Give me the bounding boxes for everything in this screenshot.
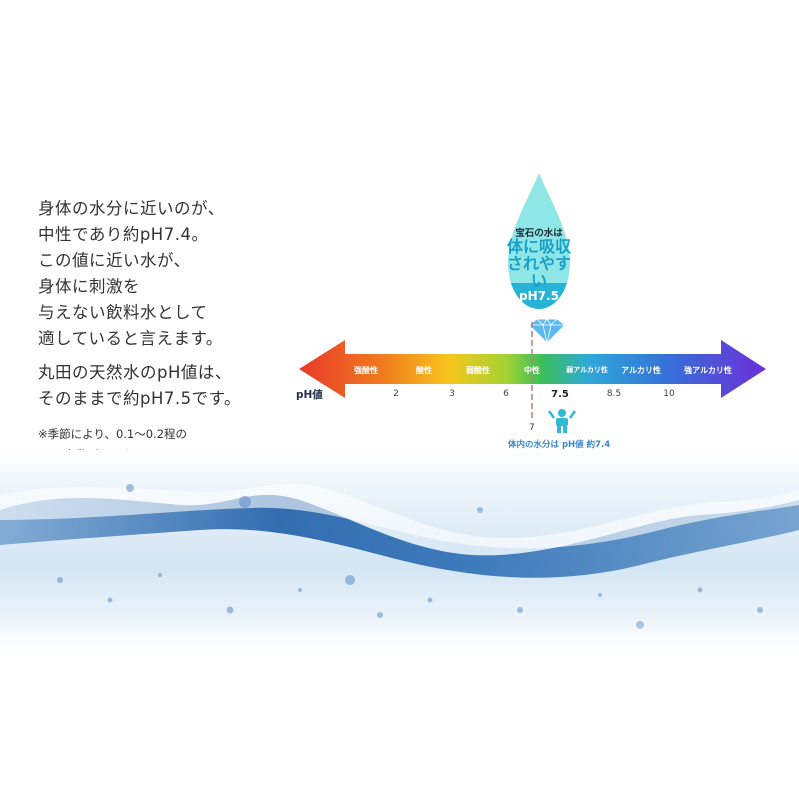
drop-title: 宝石の水は <box>515 228 563 239</box>
diamond-icon <box>528 318 566 344</box>
lead-line: 与えない飲料水として <box>38 303 208 322</box>
tick-label: 10 <box>663 389 675 399</box>
lead-line: 適していると言えます。 <box>38 329 223 348</box>
lead-line: この値に近い水が、 <box>38 251 191 270</box>
zone-acid: 酸性 <box>416 366 432 375</box>
lead-line: 中性であり約pH7.4。 <box>38 225 209 244</box>
lead-paragraph: 身体の水分に近いのが、 中性であり約pH7.4。 この値に近い水が、 身体に刺激… <box>38 196 288 352</box>
body-water-caption: 体内の水分は pH値 約7.4 <box>508 440 611 450</box>
water-wave-image <box>0 450 799 660</box>
zone-strong-alkaline: 強アルカリ性 <box>684 366 732 375</box>
drop-headline-line: 体に吸収 <box>506 237 571 256</box>
zone-weak-acid: 弱酸性 <box>466 366 490 375</box>
ph-statement: 丸田の天然水のpH値は、 そのままで約pH7.5です。 <box>38 360 288 412</box>
drop-ph-value: pH7.5 <box>519 289 559 303</box>
drop-headline: 体に吸収 されやすい <box>505 238 573 289</box>
ph-axis-label: pH値 <box>296 389 323 401</box>
neutral-value: 7 <box>529 423 535 433</box>
tick-label: 3 <box>449 389 455 399</box>
lead-line: そのままで約pH7.5です。 <box>38 389 241 408</box>
tick-label: 8.5 <box>606 389 622 399</box>
intro-text: 身体の水分に近いのが、 中性であり約pH7.4。 この値に近い水が、 身体に刺激… <box>38 196 288 466</box>
lead-line: 身体の水分に近いのが、 <box>38 199 225 218</box>
zone-strong-acid: 強酸性 <box>354 366 378 375</box>
zone-weak-alkaline: 弱アルカリ性 <box>566 366 608 374</box>
lead-line: 身体に刺激を <box>38 277 140 296</box>
zone-neutral: 中性 <box>524 366 540 375</box>
tick-label: 7.5 <box>551 389 569 400</box>
note-line: ※季節により、0.1～0.2程の <box>38 427 188 441</box>
drop-headline-line: されやすい <box>506 254 571 290</box>
zone-alkaline: アルカリ性 <box>621 366 661 375</box>
tick-label: 2 <box>393 389 399 399</box>
person-icon <box>547 409 577 433</box>
lead-line: 丸田の天然水のpH値は、 <box>38 363 232 382</box>
tick-label: 6 <box>503 389 509 399</box>
